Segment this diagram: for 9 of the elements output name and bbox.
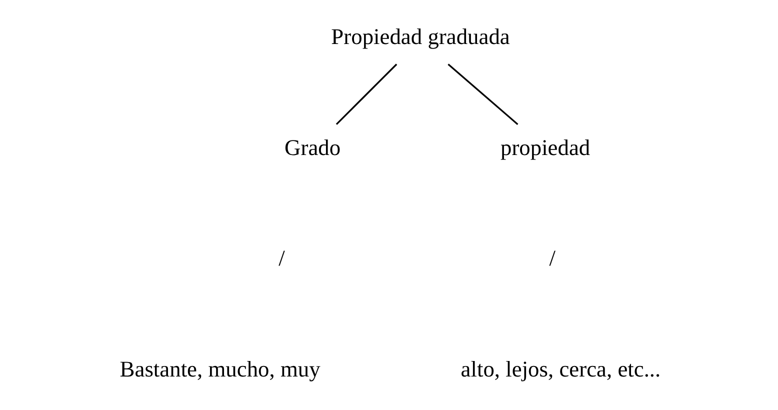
node-text: propiedad (500, 134, 590, 160)
node-text: Bastante, mucho, muy (120, 356, 320, 382)
node-text: Grado (284, 134, 341, 160)
label: / (278, 246, 285, 271)
node-text: alto, lejos, cerca, etc... (460, 356, 661, 382)
node-text: Propiedad graduada (331, 24, 510, 50)
connector (448, 64, 518, 125)
connector (336, 64, 398, 125)
label: / (549, 246, 556, 271)
